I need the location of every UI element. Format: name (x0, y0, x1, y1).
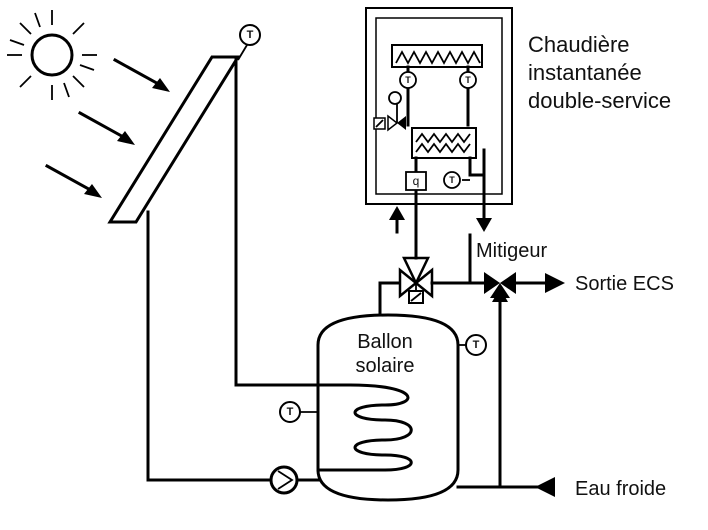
svg-text:T: T (473, 339, 480, 351)
sun-icon (7, 10, 97, 100)
temperature-sensor-collector: T (237, 24, 261, 61)
tank-heat-exchanger-coil (316, 383, 413, 472)
dhw-out-label: Sortie ECS (575, 273, 674, 295)
temperature-sensor-boiler-return: T (459, 71, 477, 89)
boiler-diverter-valve (373, 104, 406, 132)
circulation-pump (269, 465, 299, 495)
boiler-inlet-pipe (389, 206, 405, 234)
tank-label-line2: solaire (356, 355, 415, 377)
boiler-label-line1: Chaudière (528, 32, 630, 57)
svg-text:T: T (247, 29, 254, 41)
temperature-sensor-dhw: T (443, 171, 470, 189)
solar-collector (107, 55, 241, 224)
svg-text:T: T (449, 175, 455, 185)
temperature-sensor-tank-coil: T (279, 401, 318, 423)
svg-text:T: T (287, 406, 294, 418)
solar-loop-pipes (146, 58, 320, 482)
dhw-outlet-pipe (514, 273, 565, 293)
heat-exchanger (411, 127, 477, 159)
cold-water-label: Eau froide (575, 478, 666, 500)
temperature-sensor-boiler-flow: T (399, 71, 417, 89)
boiler-label-line2: instantanée (528, 60, 642, 85)
primary-circuit (406, 65, 470, 127)
solar-radiation-arrows (44, 57, 170, 198)
flow-sensor: q (405, 171, 427, 191)
burner (391, 44, 483, 68)
svg-text:T: T (465, 75, 471, 85)
tank-hot-outlet-pipe (378, 281, 402, 317)
svg-text:q: q (413, 174, 420, 188)
boiler-label-line3: double-service (528, 88, 671, 113)
thermostatic-mixer (484, 272, 516, 298)
boiler-pump (388, 91, 402, 105)
boiler-hot-outlet-pipe (468, 148, 492, 285)
mixer-label: Mitigeur (476, 240, 547, 262)
temperature-sensor-tank-top: T (458, 334, 487, 356)
solar-tank: Ballon solaire (316, 313, 460, 502)
three-way-valve (398, 256, 434, 304)
svg-text:T: T (405, 75, 411, 85)
tank-label-line1: Ballon (357, 331, 413, 353)
instantaneous-boiler (365, 7, 513, 205)
